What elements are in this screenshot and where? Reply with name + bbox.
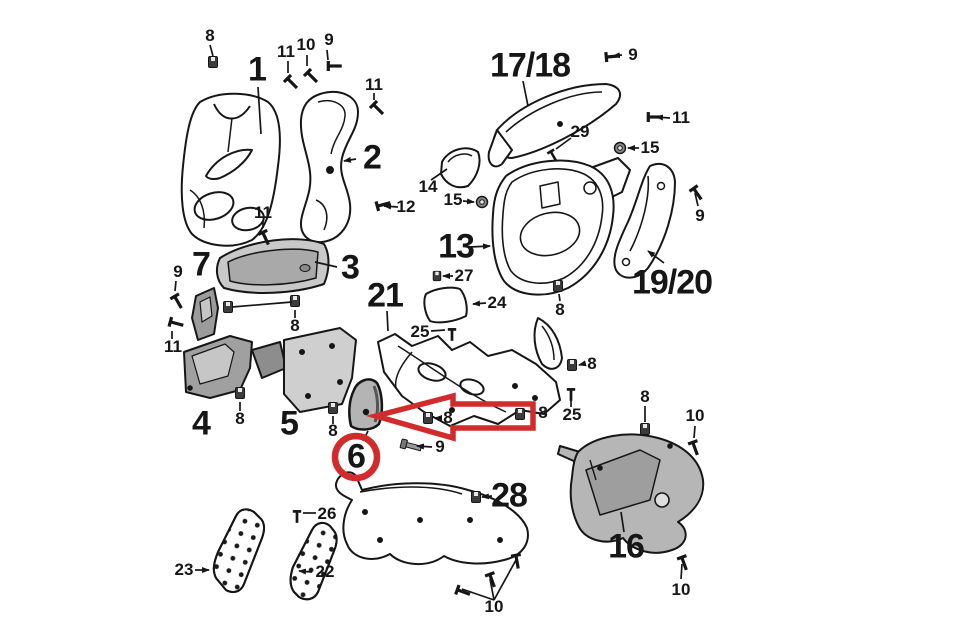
clip-icon [208, 56, 218, 68]
highlight-group [331, 392, 536, 482]
screw-icon [561, 383, 581, 403]
clip-icon [328, 402, 338, 414]
part-23-foot-mat-left [212, 508, 266, 593]
screw-icon [302, 67, 319, 84]
screw-icon [167, 290, 187, 310]
screw-icon [368, 99, 385, 116]
clip-icon [432, 270, 442, 282]
nut-icon [613, 141, 627, 155]
part-1-front-fairing [180, 92, 281, 247]
clip-icon [567, 359, 577, 371]
screw-icon [544, 146, 561, 163]
screw-icon [599, 45, 622, 68]
part-4-floor-side-left [183, 335, 253, 399]
screw-icon [442, 323, 462, 343]
highlight-circle [331, 432, 381, 482]
screw-icon [321, 55, 344, 77]
part-6-highlighted-bracket [348, 378, 384, 431]
part-16-rear-fender [557, 433, 705, 554]
part-28-belly-pan [334, 471, 529, 565]
part-17-18-rear-spoiler [487, 83, 622, 168]
screw-icon [282, 73, 299, 90]
leader-lines [171, 44, 699, 601]
part-22-foot-mat-right [289, 521, 338, 601]
part-19-20-rear-panel [613, 163, 676, 279]
part-13-helmet-box [491, 157, 631, 296]
nut-icon [475, 195, 489, 209]
clip-icon [515, 408, 525, 420]
part-5-floor-side-right [251, 327, 357, 413]
clip-icon [640, 423, 650, 435]
highlight-arrow [365, 392, 536, 442]
clip-icon [423, 412, 433, 424]
screw-icon [287, 505, 307, 525]
clip-icon [223, 301, 233, 313]
part-3-front-bumper [215, 238, 330, 294]
part-24-inspection-lid [423, 286, 468, 324]
clip-icon [553, 280, 563, 292]
clip-icon [290, 295, 300, 307]
part-14-small-cover [440, 147, 481, 189]
screw-icon [370, 194, 392, 216]
screw-icon [672, 551, 694, 572]
screw-icon [163, 312, 185, 334]
part-7-side-panel [191, 287, 219, 341]
part-2-inner-cover [299, 91, 359, 244]
clip-icon [471, 491, 481, 503]
clip-icon [235, 387, 245, 399]
